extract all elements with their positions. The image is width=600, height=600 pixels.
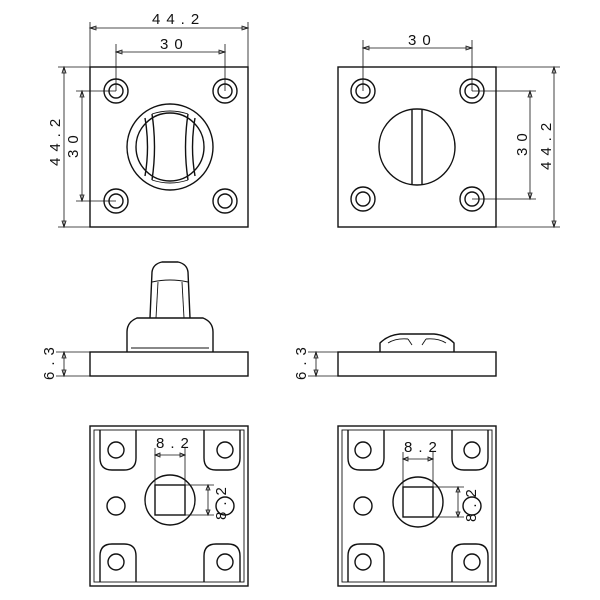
- dim-label-square-width: 8.2: [156, 435, 195, 452]
- dim-hole-spacing: [114, 44, 227, 91]
- dim-label-hole-spacing: 30: [408, 32, 437, 49]
- dim-label-overall-height: 44.2: [538, 117, 555, 170]
- dim-label-square-width: 8.2: [404, 439, 443, 456]
- dim-hole-spacing-vertical: [472, 89, 536, 201]
- mounting-hole: [106, 496, 126, 516]
- dim-thickness: [56, 350, 90, 378]
- mounting-hole: [215, 496, 235, 516]
- corner-pocket: [451, 543, 489, 582]
- rear-view-left: 8.2 8.2: [89, 425, 249, 587]
- rosette-side: [126, 317, 214, 352]
- dim-label-square-height: 8.2: [213, 481, 230, 520]
- dim-overall-height: [496, 65, 560, 229]
- rosette-inner: [135, 112, 205, 182]
- dim-hole-spacing: [361, 40, 474, 91]
- mounting-hole: [107, 441, 125, 459]
- mounting-hole: [463, 441, 481, 459]
- dim-label-square-height: 8.2: [463, 483, 480, 522]
- spindle-boss: [392, 476, 444, 528]
- dim-square-width: [153, 448, 187, 485]
- dim-label-overall-width: 44.2: [152, 11, 205, 28]
- slot: [411, 110, 423, 184]
- plate-outline: [337, 425, 497, 587]
- dim-square-width: [401, 452, 435, 487]
- dim-label-thickness: 6.3: [41, 341, 58, 380]
- mounting-hole: [212, 188, 238, 214]
- mounting-hole: [350, 186, 376, 212]
- square-hole: [402, 486, 434, 518]
- rear-view-right: 8.2 8.2: [337, 425, 497, 587]
- dim-label-hole-spacing-vertical: 30: [514, 127, 531, 156]
- corner-pocket: [203, 543, 241, 582]
- plate-outline: [337, 66, 497, 228]
- corner-pocket: [99, 543, 137, 582]
- mounting-hole: [107, 553, 125, 571]
- corner-pocket: [347, 543, 385, 582]
- mounting-hole: [354, 441, 372, 459]
- mounting-hole: [354, 553, 372, 571]
- corner-pocket: [99, 430, 137, 471]
- mounting-hole: [216, 553, 234, 571]
- rosette-outer: [126, 103, 214, 191]
- dim-label-overall-height: 44.2: [47, 113, 64, 166]
- mounting-hole: [216, 441, 234, 459]
- plate-outline: [89, 425, 249, 587]
- dim-square-height: [185, 483, 214, 517]
- plate-side: [337, 351, 497, 377]
- side-view-thumbturn: 6.3: [41, 261, 249, 380]
- corner-pocket: [451, 430, 489, 471]
- front-view-thumbturn: 44.2 30 44.2 30: [47, 11, 250, 229]
- dim-thickness: [308, 350, 338, 378]
- dim-label-hole-spacing: 30: [160, 36, 189, 53]
- mounting-hole: [462, 496, 482, 516]
- front-view-slotted: 30 30 44.2: [337, 32, 560, 229]
- corner-pocket: [347, 430, 385, 471]
- spindle-boss: [144, 474, 196, 526]
- dim-label-hole-spacing-vertical: 30: [65, 129, 82, 158]
- side-view-slotted: 6.3: [293, 333, 497, 380]
- mounting-hole: [463, 553, 481, 571]
- square-hole: [154, 484, 186, 516]
- disc-side: [379, 333, 455, 352]
- plate-outline: [89, 66, 249, 228]
- corner-pocket: [203, 430, 241, 471]
- dim-overall-width: [88, 22, 250, 67]
- knob-side: [149, 261, 191, 319]
- thumb-turn-grip: [144, 110, 196, 184]
- dim-hole-spacing-vertical: [76, 89, 116, 203]
- plate-side: [89, 351, 249, 377]
- slotted-disc: [378, 108, 456, 186]
- dim-label-thickness: 6.3: [293, 341, 310, 380]
- dim-overall-height: [58, 65, 90, 229]
- mounting-hole: [353, 496, 373, 516]
- dim-square-height: [433, 485, 464, 519]
